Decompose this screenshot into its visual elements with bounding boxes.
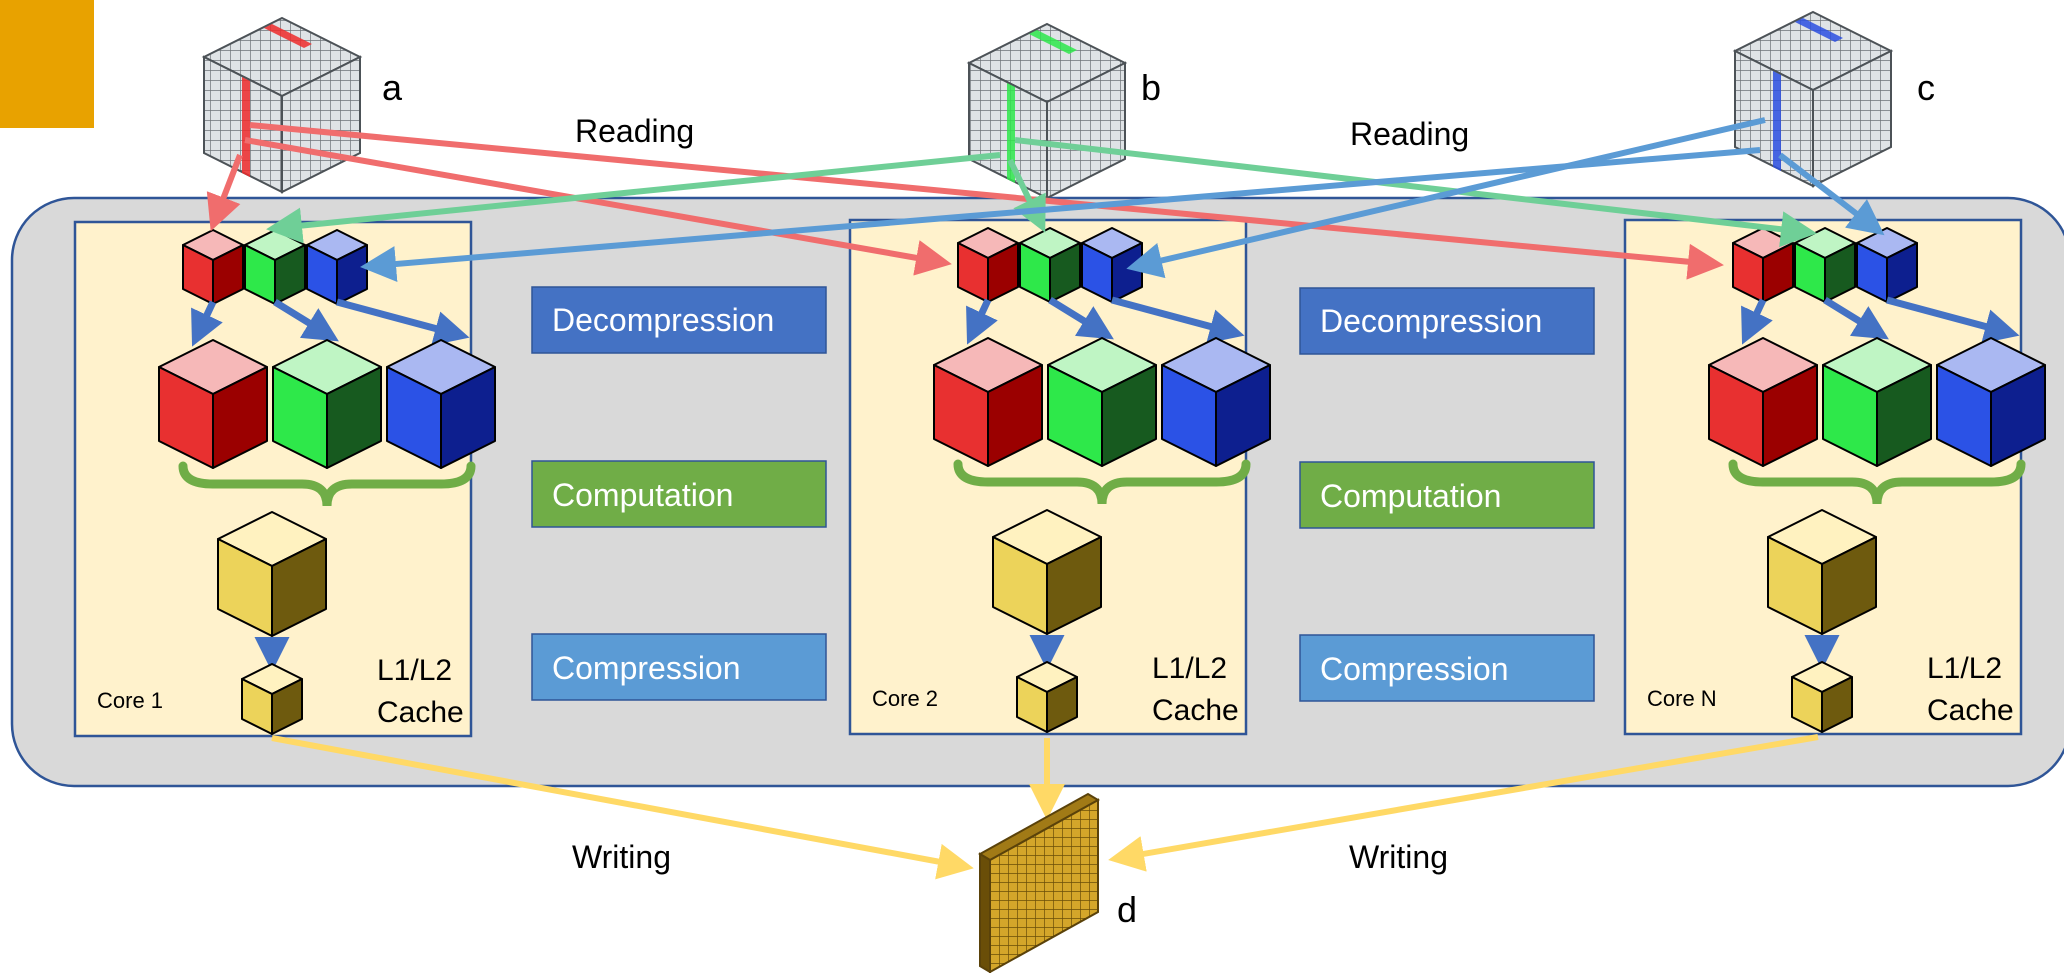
compression-stage [531, 633, 827, 701]
stage-group-right: Decompression Computation Compression [1299, 287, 1595, 702]
decompressed-block-cube [1161, 337, 1271, 467]
decompression-label: Decompression [552, 302, 774, 338]
tensor-label-c: c [1917, 67, 1935, 108]
decompress-arrow [1741, 298, 1773, 345]
tensor-label-b: b [1141, 67, 1161, 108]
output-tensor-d [978, 792, 1100, 973]
compressed-block-cube [957, 227, 1019, 303]
compressed-block-cube [182, 229, 244, 305]
decompressed-block-cube [158, 339, 268, 469]
read-arrow-c-coren [1778, 152, 1885, 236]
decompress-arrow [336, 298, 470, 346]
compressed-result-cube [1016, 661, 1078, 733]
compressed-block-cube [1732, 227, 1794, 303]
tensor-slice-highlight [242, 77, 250, 177]
core-name-label: Core N [1647, 686, 1717, 711]
computation-brace [178, 461, 476, 507]
cache-label-line2: Cache [1152, 694, 1239, 727]
result-block-cube [992, 509, 1102, 635]
decompress-arrow [1886, 296, 2020, 344]
compressed-block-cube [244, 229, 306, 305]
cache-label-line2: Cache [377, 696, 464, 729]
decompress-arrow [966, 298, 998, 345]
writing-label-left: Writing [572, 839, 671, 875]
decompressed-block-cube [933, 337, 1043, 467]
tensor-slice-highlight [1773, 71, 1781, 171]
input-tensor-b [966, 22, 1128, 200]
compressed-block-cube [306, 229, 368, 305]
computation-label: Computation [552, 477, 733, 513]
tensor-face-right [1812, 49, 1892, 188]
stage-group-left: Decompression Computation Compression [531, 286, 827, 701]
decompressed-block-cube [1708, 337, 1818, 467]
compressed-block-cube [1856, 227, 1918, 303]
writing-arrows [271, 734, 1819, 880]
decompressed-block-cube [1822, 337, 1932, 467]
write-arrow-core1 [271, 735, 974, 880]
write-arrow-coren [1108, 734, 1819, 872]
cache-label-line2: Cache [1927, 694, 2014, 727]
read-arrow-a-core2 [244, 137, 952, 276]
compressed-block-cube [1019, 227, 1081, 303]
tensor-face-right [1046, 61, 1126, 200]
read-arrow-a-coren [249, 122, 1724, 280]
decompress-arrow [273, 299, 339, 342]
core-name-label: Core 1 [97, 688, 163, 713]
compression-stage [1299, 634, 1595, 702]
compressed-result-cube [1791, 661, 1853, 733]
decompressed-block-cube [272, 339, 382, 469]
computation-brace [1728, 459, 2026, 505]
decompression-label: Decompression [1320, 303, 1542, 339]
read-arrow-b-core1 [266, 152, 1001, 244]
reading-arrows [206, 117, 1885, 282]
decompressed-block-cube [1047, 337, 1157, 467]
decompress-arrow [1823, 297, 1889, 340]
compressed-result-cube [241, 663, 303, 735]
computation-stage [531, 460, 827, 528]
compression-label: Compression [552, 650, 741, 686]
read-arrow-c-core1 [360, 147, 1761, 282]
result-block-cube [1767, 509, 1877, 635]
input-tensor-c [1732, 10, 1894, 188]
computation-stage [1299, 461, 1595, 529]
computation-label: Computation [1320, 478, 1501, 514]
tensor-slice-highlight [1029, 30, 1077, 54]
computation-brace [953, 459, 1251, 505]
tensor-label-d: d [1117, 889, 1137, 930]
decompressed-block-cube [1936, 337, 2046, 467]
read-arrow-c-core2 [1126, 117, 1766, 279]
compressed-block-cube [1081, 227, 1143, 303]
tensor-slice-highlight [264, 24, 312, 48]
cache-label-line1: L1/L2 [1152, 652, 1227, 685]
decompress-arrow [1048, 297, 1114, 340]
result-block-cube [217, 511, 327, 637]
compressed-block-cube [1794, 227, 1856, 303]
tensor-slice-highlight [1007, 83, 1015, 183]
output-face-side [979, 852, 991, 973]
cache-label-line1: L1/L2 [1927, 652, 2002, 685]
input-tensor-a [201, 16, 363, 194]
decompressed-block-cube [386, 339, 496, 469]
decompress-arrow [1111, 296, 1245, 344]
read-arrow-b-coren [1014, 137, 1817, 248]
core-name-label: Core 2 [872, 686, 938, 711]
corner-marker-block [0, 0, 94, 128]
reading-label-right: Reading [1350, 116, 1469, 152]
writing-label-right: Writing [1349, 839, 1448, 875]
compression-label: Compression [1320, 651, 1509, 687]
tensor-slice-highlight [1795, 18, 1843, 42]
decompression-stage [1299, 287, 1595, 355]
reading-label-left: Reading [575, 113, 694, 149]
decompress-arrow [191, 300, 223, 347]
cache-label-line1: L1/L2 [377, 654, 452, 687]
decompression-stage [531, 286, 827, 354]
read-arrow-a-core1 [206, 153, 243, 232]
tensor-label-a: a [382, 67, 403, 108]
